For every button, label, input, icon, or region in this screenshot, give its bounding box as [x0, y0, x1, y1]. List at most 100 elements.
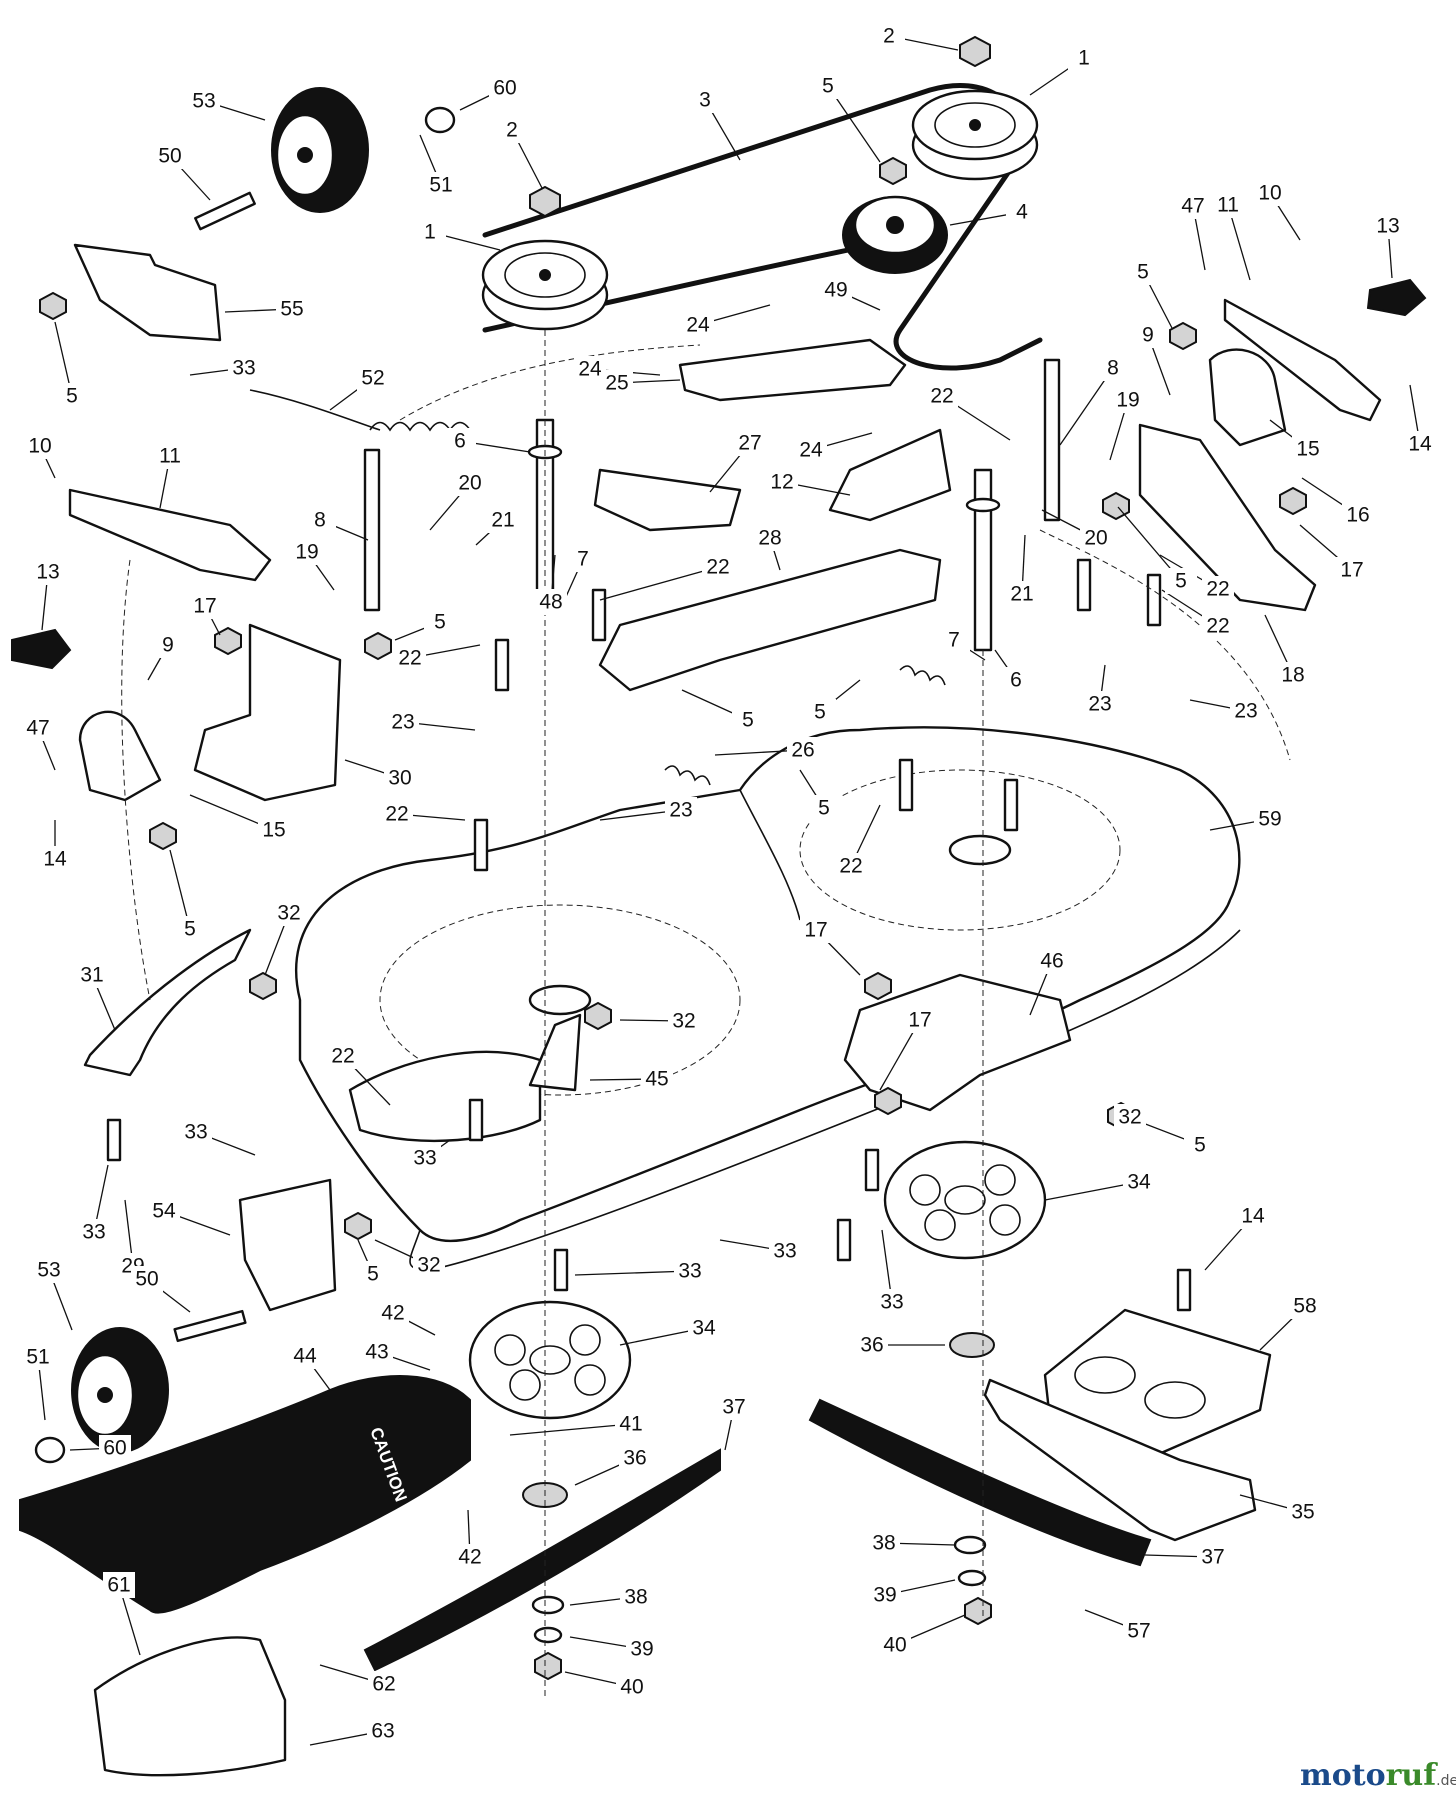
alignment-lines: [121, 330, 1291, 1700]
callout-label: 26: [791, 739, 814, 762]
callout-background: [1212, 192, 1244, 218]
callout-label: 63: [371, 1720, 394, 1743]
callout-background: [1112, 387, 1144, 413]
callout-label: 22: [706, 556, 729, 579]
callout-label: 60: [103, 1437, 126, 1460]
spring-52: [249, 389, 471, 432]
callout-background: [688, 1315, 720, 1341]
callout-label: 33: [880, 1291, 903, 1314]
callout-label: 2: [883, 25, 895, 48]
callout-label: 19: [1116, 389, 1139, 412]
bolt-22-b: [591, 588, 607, 642]
callout-background: [718, 1394, 750, 1420]
callout-background: [615, 1411, 647, 1437]
rod-8-left: [363, 448, 381, 612]
callout-label: 18: [1281, 664, 1304, 687]
arm-11-left: [68, 488, 272, 582]
callout-label: 33: [678, 1260, 701, 1283]
callout-background: [619, 1445, 651, 1471]
callout-label: 22: [930, 385, 953, 408]
blade-right: [808, 1398, 1152, 1567]
spring-26: [664, 665, 946, 786]
callout-background: [1114, 1104, 1146, 1130]
callout-background: [273, 900, 305, 926]
callout-background: [1084, 691, 1116, 717]
washer-60-a: [424, 106, 456, 134]
callout-label: 42: [458, 1546, 481, 1569]
callout-label: 22: [839, 855, 862, 878]
callout-background: [689, 87, 721, 113]
callout-label: 46: [1040, 950, 1063, 973]
nut-17-a: [214, 626, 242, 656]
callout-background: [787, 737, 819, 763]
callout-label: 5: [814, 701, 826, 724]
callout-background: [926, 383, 958, 409]
callout-background: [394, 645, 426, 671]
callout-label: 5: [742, 709, 754, 732]
callout-label: 6: [454, 430, 466, 453]
callout-background: [1068, 45, 1100, 71]
bolt-33-d: [864, 1148, 880, 1192]
callout-label: 57: [1127, 1620, 1150, 1643]
bolt-22-c: [1076, 558, 1092, 612]
callout-background: [361, 1339, 393, 1365]
callout-label: 33: [773, 1240, 796, 1263]
callout-label: 23: [391, 711, 414, 734]
callout-background: [800, 917, 832, 943]
callout-background: [1132, 322, 1164, 348]
callout-label: 5: [822, 75, 834, 98]
idler-arm-25: [678, 338, 907, 402]
callout-label: 32: [1118, 1106, 1141, 1129]
callout-label: 27: [738, 432, 761, 455]
callout-label: 17: [193, 595, 216, 618]
callout-background: [103, 1572, 135, 1598]
bolt-22-a: [494, 638, 510, 692]
callout-label: 38: [624, 1586, 647, 1609]
callout-background: [414, 219, 446, 245]
bracket-31: [83, 928, 252, 1077]
callout-label: 34: [1127, 1171, 1151, 1194]
callout-label: 37: [1201, 1546, 1224, 1569]
callout-background: [32, 559, 64, 585]
callout-background: [702, 554, 734, 580]
bracket-45: [528, 1013, 582, 1092]
callout-background: [228, 355, 260, 381]
callout-background: [496, 117, 528, 143]
callout-background: [1184, 1132, 1216, 1158]
callout-label: 51: [26, 1346, 49, 1369]
bracket-55: [73, 243, 222, 342]
callout-background: [377, 1300, 409, 1326]
callout-label: 3: [699, 89, 711, 112]
blade-left: [363, 1448, 721, 1672]
callout-background: [424, 609, 456, 635]
nut-40-a: [534, 1651, 562, 1681]
callout-label: 53: [37, 1259, 60, 1282]
nut-5-b: [39, 291, 67, 321]
callout-background: [1336, 557, 1368, 583]
bolt-22-d: [1146, 573, 1162, 627]
watermark-moto: moto: [1300, 1758, 1386, 1793]
blade-adapter-left: [468, 1300, 632, 1420]
callout-label: 55: [280, 298, 303, 321]
bolt-22-e: [473, 818, 489, 872]
callout-label: 8: [1107, 357, 1119, 380]
leader-line: [599, 566, 719, 601]
callout-background: [1080, 525, 1112, 551]
knob-13-right: [1366, 278, 1427, 317]
callout-label: 42: [381, 1302, 404, 1325]
callout-background: [668, 1008, 700, 1034]
callout-label: 14: [43, 848, 67, 871]
frame-35: [983, 1378, 1257, 1542]
callout-label: 12: [770, 471, 793, 494]
callout-label: 48: [539, 591, 562, 614]
callout-background: [1292, 436, 1324, 462]
callout-label: 23: [1088, 693, 1111, 716]
rod-8-right: [1043, 358, 1061, 522]
axle-50-bottom: [173, 1309, 247, 1343]
bolt-22-f: [898, 758, 914, 812]
pulley-left: [481, 239, 609, 331]
callout-background: [148, 1198, 180, 1224]
callout-background: [868, 1530, 900, 1556]
washer-60-b: [34, 1436, 66, 1464]
